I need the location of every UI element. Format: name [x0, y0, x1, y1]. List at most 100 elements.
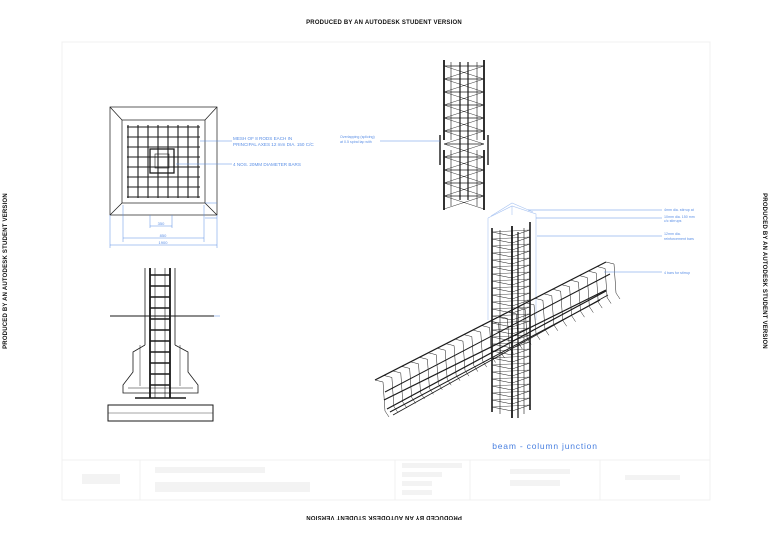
- column-stirrup: [511, 271, 531, 279]
- column-stirrup: [511, 327, 531, 335]
- column-stirrup: [491, 406, 513, 412]
- column-stirrup: [491, 336, 513, 342]
- beam-stirrup: [569, 286, 572, 316]
- mesh-label-line2: PRINCIPAL AXES 12 mm DIA. 150 C/C: [233, 142, 314, 147]
- column-stirrup: [511, 334, 531, 342]
- beam-stirrup: [589, 306, 594, 313]
- column-stirrup: [491, 343, 513, 349]
- column-stirrup: [491, 322, 513, 328]
- column-stirrup: [511, 299, 531, 307]
- beam-stirrup: [391, 377, 395, 407]
- splice-label-line1: Overlapping (splicing): [340, 135, 375, 139]
- beam-stirrup: [597, 266, 606, 269]
- beam-stirrup: [604, 268, 608, 298]
- beam-stirrup: [446, 379, 452, 386]
- column-outline: [149, 148, 175, 174]
- lattice-diagonal: [443, 104, 485, 119]
- beam-stirrup: [551, 295, 555, 325]
- lattice-diagonal: [443, 195, 485, 210]
- footing-section-view: [107, 268, 214, 422]
- beam-stirrup: [419, 357, 428, 360]
- beam-stirrup: [552, 288, 561, 292]
- sheet-border: [61, 41, 711, 501]
- column-stirrup: [491, 238, 513, 244]
- column-stirrup: [491, 369, 531, 373]
- column-stirrup: [491, 273, 513, 279]
- column-stirrup: [491, 292, 531, 296]
- beam-stirrup: [595, 273, 599, 303]
- beam-stirrup: [615, 292, 621, 300]
- column-stirrup: [491, 308, 513, 314]
- beam-stirrup: [482, 360, 487, 368]
- column-stirrup: [491, 385, 513, 391]
- beam-stirrup: [392, 370, 401, 374]
- column-stirrup: [491, 313, 531, 317]
- beam-stirrup: [428, 352, 437, 356]
- column-stirrup: [491, 299, 531, 303]
- column-stirrup: [511, 383, 531, 391]
- bars-label: 4 NOS. 20MM DIAMETER BARS: [233, 162, 301, 167]
- footing-plan-view: [109, 106, 218, 216]
- column-stirrup: [491, 285, 531, 289]
- column-stirrup: [491, 259, 513, 265]
- column-stirrup: [491, 334, 531, 338]
- column-stirrup: [491, 327, 531, 331]
- lattice-diagonal: [443, 143, 485, 158]
- column-stirrup: [491, 287, 513, 293]
- column-stirrup: [491, 250, 531, 254]
- column-stirrup: [491, 252, 513, 258]
- beam-stirrup: [499, 316, 508, 319]
- beam-stirrup: [382, 381, 386, 412]
- beam-stirrup: [534, 298, 543, 301]
- beam-rail: [383, 289, 607, 401]
- beam-stirrup: [481, 325, 490, 328]
- column-stirrup: [511, 320, 531, 328]
- beam-stirrup: [393, 406, 399, 413]
- column-stirrup: [491, 301, 513, 307]
- lattice-diagonal: [443, 169, 485, 184]
- beam-stirrup: [579, 275, 588, 278]
- column-stirrup: [491, 245, 513, 251]
- column-stirrup: [511, 362, 531, 370]
- beam-stirrup: [384, 410, 390, 418]
- beam-stirrup: [418, 363, 421, 393]
- beam-stirrup: [463, 334, 472, 337]
- beam-stirrup: [464, 370, 470, 377]
- beam-stirrup: [473, 365, 479, 372]
- beam-stirrup: [438, 383, 443, 390]
- dim-inner: 350: [158, 221, 165, 226]
- beam-stirrup: [374, 379, 384, 383]
- column-stirrup: [511, 292, 531, 300]
- beam-stirrup: [410, 361, 419, 365]
- column-stirrup: [491, 371, 513, 377]
- column-stirrup: [511, 306, 531, 314]
- beam-stirrup: [409, 368, 412, 398]
- column-stirrup: [511, 397, 531, 405]
- beam-stirrup: [454, 338, 464, 342]
- beam-stirrup: [570, 279, 579, 283]
- column-stirrup: [491, 392, 513, 398]
- column-stirrup: [511, 341, 531, 349]
- beam-stirrup: [507, 318, 510, 348]
- column-stirrup: [491, 278, 531, 282]
- beam-stirrup: [533, 304, 537, 334]
- beam-reinforcement-cage: [374, 261, 621, 418]
- lattice-diagonal: [443, 156, 485, 171]
- column-stirrup: [491, 306, 531, 310]
- column-stirrup: [511, 404, 531, 412]
- column-stirrup: [491, 266, 513, 272]
- beam-stirrup: [518, 342, 523, 350]
- rebar-mesh: [127, 125, 200, 198]
- lattice-diagonal: [443, 91, 485, 106]
- lattice-diagonal: [443, 78, 485, 93]
- column-ties: [150, 274, 170, 386]
- beam-stirrup: [588, 270, 597, 274]
- beam-stirrup: [553, 324, 559, 331]
- beam-stirrup: [444, 350, 448, 380]
- column-stirrup: [511, 264, 531, 272]
- beam-stirrup: [472, 329, 481, 333]
- junction-label-2-line1: 10mm dia. 150 mm: [664, 215, 695, 219]
- column-stirrup: [491, 399, 513, 405]
- column-stirrup: [491, 364, 513, 370]
- junction-label-3-line1: 12mm dia.: [664, 232, 681, 236]
